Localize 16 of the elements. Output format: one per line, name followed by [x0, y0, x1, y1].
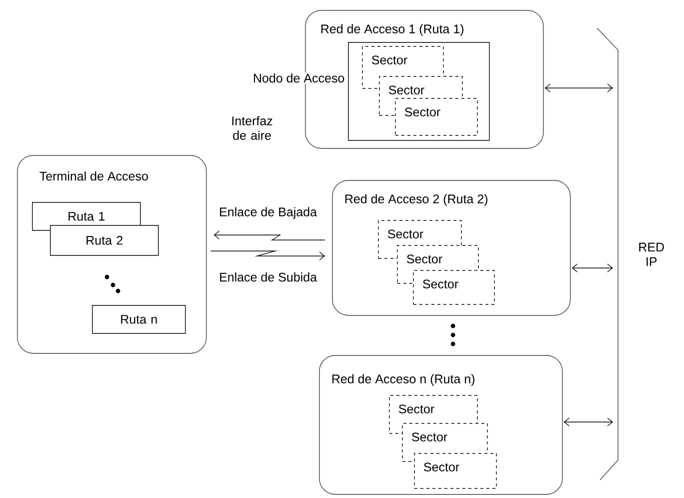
edge-label: Enlace de Subida	[218, 271, 318, 283]
arrow	[572, 264, 614, 272]
ip-network-bracket: RED IP	[596, 28, 664, 480]
route-box: Ruta 2	[50, 225, 159, 256]
edge-label: Enlace de Bajada	[218, 206, 318, 220]
sector-box: Sector	[395, 98, 478, 136]
arrow	[210, 250, 325, 260]
access-node-box	[348, 42, 490, 141]
arrow	[544, 84, 614, 92]
route-box: Ruta n	[92, 305, 186, 334]
interface-label: Interfaz de aire	[232, 116, 272, 140]
node-caption: Nodo de Acceso	[252, 72, 346, 84]
sector-box: Sector	[414, 453, 497, 489]
arrow	[564, 418, 614, 426]
sector-box: Sector	[413, 270, 495, 305]
arrow	[214, 230, 326, 240]
